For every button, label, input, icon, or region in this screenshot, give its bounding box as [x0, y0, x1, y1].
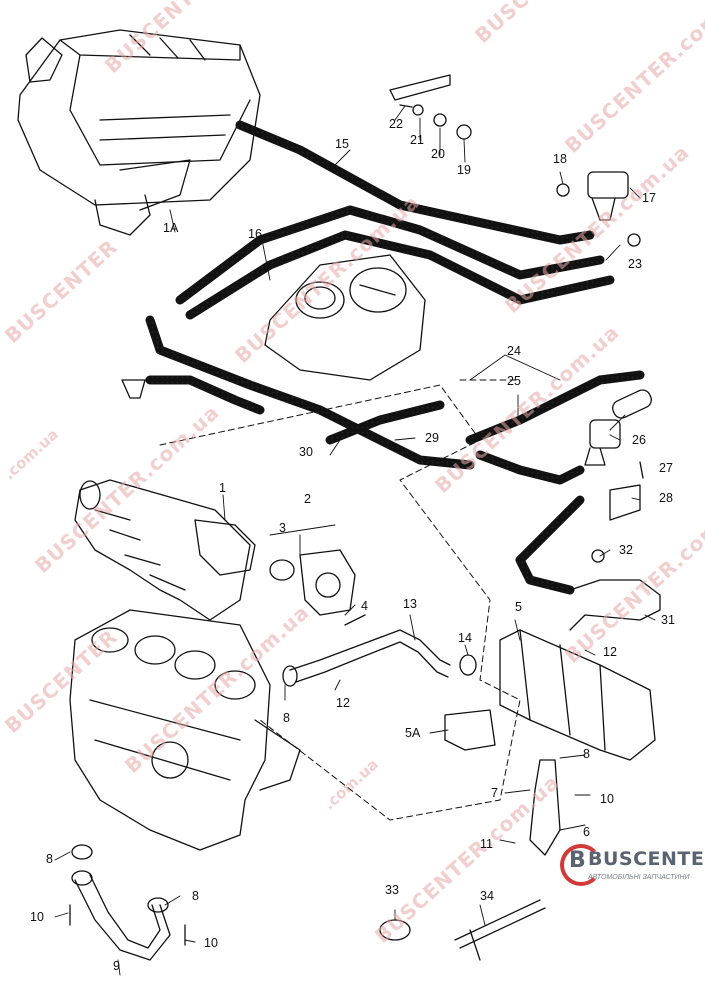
callout-label: 11 [480, 837, 493, 851]
callout-label: 6 [583, 825, 590, 839]
callout-label: 30 [299, 445, 313, 459]
callout-label: 23 [628, 257, 642, 271]
callout-label: 29 [425, 431, 439, 445]
callout-label: 8 [192, 889, 199, 903]
callout-label: 34 [480, 889, 494, 903]
callout-label: 28 [659, 491, 673, 505]
callout-label: 8 [46, 852, 53, 866]
callout-label: 19 [457, 163, 471, 177]
callout-label: 13 [403, 597, 417, 611]
logo-letter: B [569, 848, 586, 873]
buscenter-logo: B BUSCENTER АВТОМОБІЛЬНІ ЗАПЧАСТИНИ [560, 838, 705, 938]
group-frames [159, 379, 521, 821]
air-filter-housing [17, 29, 261, 236]
callout-label: 5A [405, 726, 421, 740]
callout-label: 1 [219, 481, 226, 495]
callout-label: 15 [335, 137, 349, 151]
callout-label: 8 [583, 747, 590, 761]
brand-subtitle: АВТОМОБІЛЬНІ ЗАПЧАСТИНИ [588, 874, 690, 881]
egr-cooler [282, 629, 656, 856]
callout-label: 5 [515, 600, 522, 614]
callout-label: 14 [458, 631, 472, 645]
callout-label: 9 [113, 959, 120, 973]
callout-label: 17 [642, 191, 656, 205]
callout-label: 4 [361, 599, 368, 613]
callout-label: 31 [661, 613, 675, 627]
callout-label: 10 [204, 936, 218, 950]
callout-label: 10 [600, 792, 614, 806]
callout-label: 2 [304, 492, 311, 506]
callout-label: 27 [659, 461, 673, 475]
leader-lines [54, 105, 656, 976]
callout-label: 32 [619, 543, 633, 557]
engine-cover [264, 254, 426, 381]
callout-label: 8 [283, 711, 290, 725]
callout-label: 26 [632, 433, 646, 447]
callout-label: 10 [30, 910, 44, 924]
callout-label: 22 [389, 117, 403, 131]
callout-label: 24 [507, 344, 521, 358]
hose-lines [145, 120, 645, 595]
engine-block [69, 609, 301, 851]
callout-label: 25 [507, 374, 521, 388]
callout-label: 18 [553, 152, 567, 166]
small-parts [379, 461, 661, 961]
callout-label: 33 [385, 883, 399, 897]
callout-label: 12 [603, 645, 617, 659]
brand-name: BUSCENTER [588, 848, 705, 870]
callout-label: 1A [163, 221, 179, 235]
callout-label: 12 [336, 696, 350, 710]
callout-label: 3 [279, 521, 286, 535]
valve-group [121, 74, 652, 466]
callout-label: 20 [431, 147, 445, 161]
intake-manifold [74, 479, 366, 626]
egr-pipe-lower [69, 844, 186, 961]
callout-label: 21 [410, 133, 424, 147]
logo-ring-icon [560, 844, 602, 886]
callout-label: 7 [491, 786, 498, 800]
callout-label: 16 [248, 227, 262, 241]
